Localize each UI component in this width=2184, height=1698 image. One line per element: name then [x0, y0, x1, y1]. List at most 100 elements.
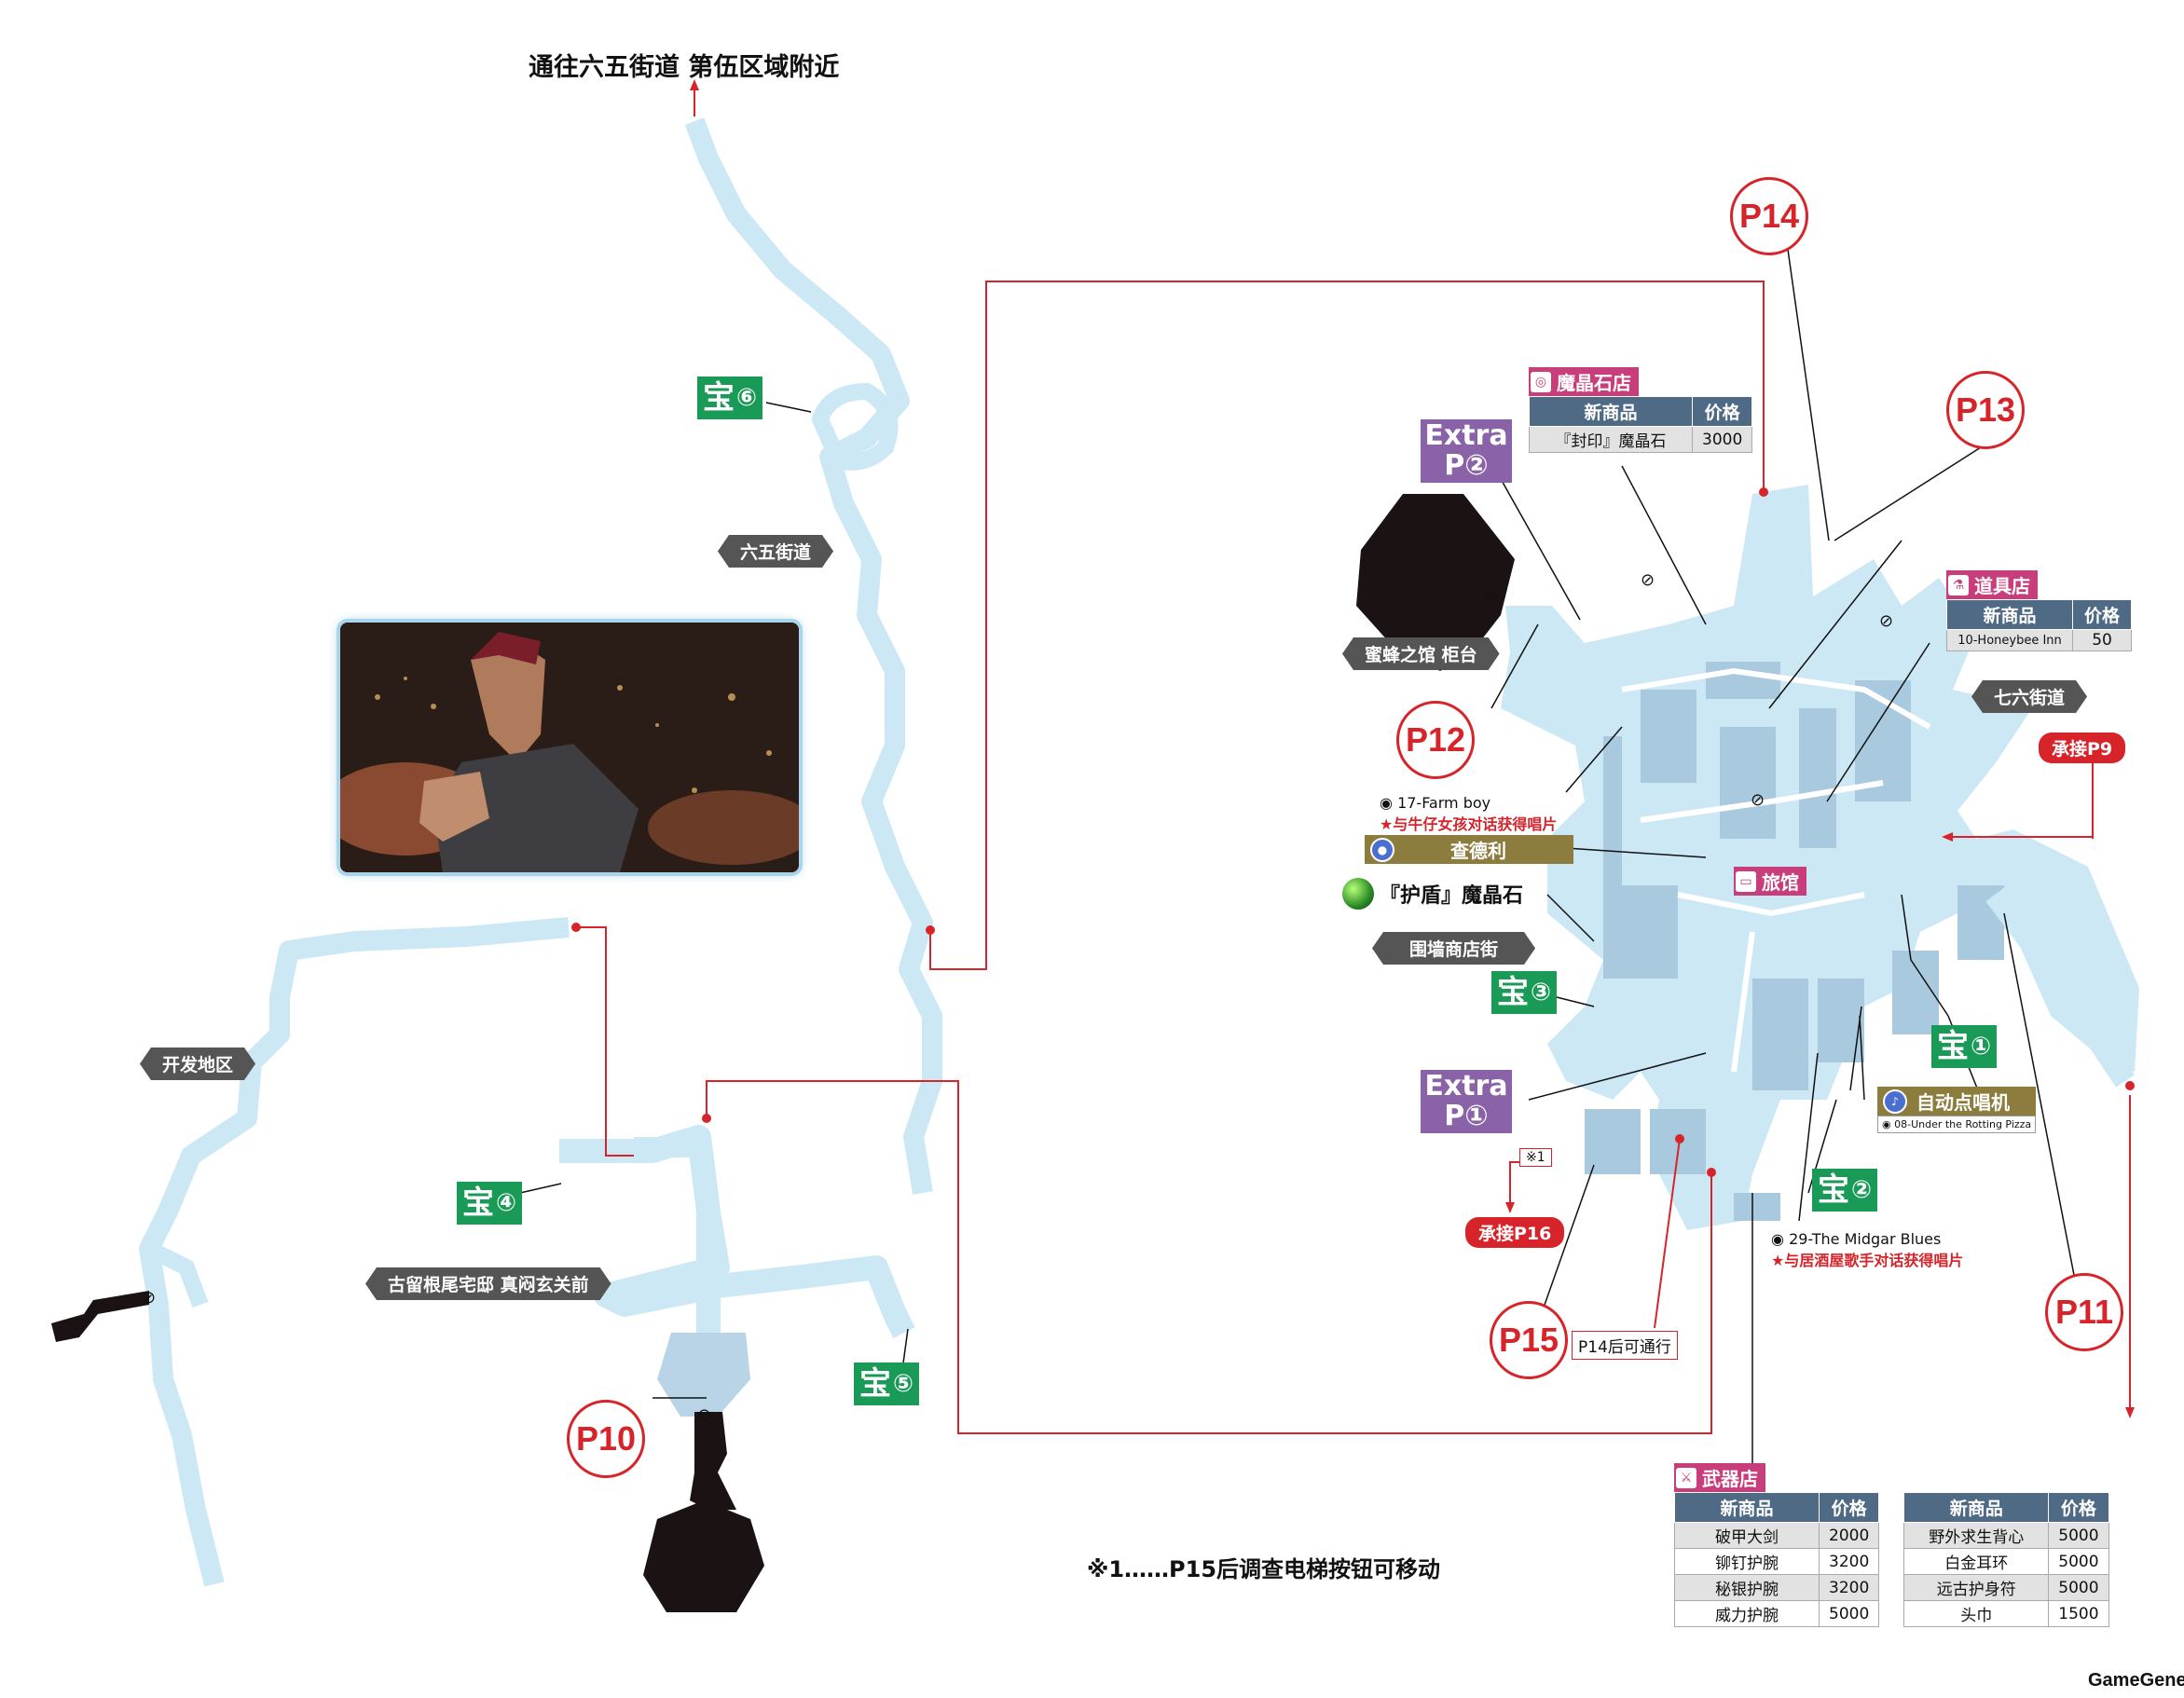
treasure-5-label: 宝 — [859, 1365, 891, 1403]
game-screenshot — [340, 623, 799, 872]
treasure-3-label: 宝 — [1497, 974, 1529, 1011]
no-entry-icon: ⊘ — [142, 1288, 157, 1308]
route-lines — [576, 89, 2131, 1434]
weapon-item: 铆钉护腕 — [1674, 1548, 1820, 1575]
jukebox-title: 自动点唱机 — [1916, 1091, 2010, 1114]
chadley-bar[interactable]: ● 查德利 — [1365, 835, 1573, 864]
page-p11[interactable]: P11 — [2045, 1273, 2123, 1351]
extra-page-2-line1: Extra — [1424, 419, 1508, 452]
corneo-silhouette — [690, 1412, 736, 1510]
song-midgar-blues: ◉ 29-The Midgar Blues ★与居酒屋歌手对话获得唱片 — [1771, 1230, 1963, 1270]
music-disc-icon: ◉ — [1771, 1230, 1784, 1248]
weapon-price: 5000 — [2048, 1548, 2109, 1575]
song-farm-boy: ◉ 17-Farm boy ★与牛仔女孩对话获得唱片 — [1380, 794, 1557, 834]
honeybee-building — [1356, 494, 1515, 671]
weapon-shop-title: ⚔ 武器店 — [1674, 1463, 1765, 1492]
development-elevator — [51, 1291, 149, 1342]
map-title: 通往六五街道 第伍区域附近 — [529, 53, 840, 82]
materia-orb-icon — [1342, 878, 1374, 910]
weapon-price: 3200 — [1818, 1574, 1880, 1601]
corneo-building — [643, 1500, 764, 1612]
item-shop-icon: ⚗ — [1948, 574, 1969, 596]
item-shop-title: ⚗道具店 — [1946, 570, 2038, 599]
area-label-sixfive: 六五街道 — [718, 535, 833, 568]
wall-market-streets — [1621, 667, 1931, 1073]
farm-boy-title: 17-Farm boy — [1397, 794, 1491, 812]
item-shop-price: 50 — [2071, 629, 2133, 651]
inn-name: 旅馆 — [1762, 871, 1799, 894]
weapon-price: 5000 — [2048, 1522, 2109, 1549]
jukebox[interactable]: ♪自动点唱机 ◉ 08-Under the Rotting Pizza — [1877, 1087, 2037, 1133]
extra-page-1-line2: P① — [1444, 1100, 1489, 1132]
extra-page-1[interactable]: Extra P① — [1421, 1070, 1512, 1133]
weapon-shop-name: 武器店 — [1702, 1468, 1758, 1490]
area-label-corneo: 古留根尾宅邸 真闷玄关前 — [365, 1267, 611, 1300]
extra-page-2[interactable]: Extra P② — [1421, 419, 1512, 483]
treasure-6-label: 宝 — [703, 379, 735, 417]
materia-shop-icon: ◎ — [1531, 371, 1551, 392]
area-label-wall-market: 围墙商店街 — [1372, 932, 1535, 965]
weapon-shop-header-price-1: 价格 — [1818, 1492, 1880, 1523]
extra-page-2-line2: P② — [1444, 449, 1489, 482]
midgar-blues-note: ★与居酒屋歌手对话获得唱片 — [1771, 1252, 1964, 1269]
weapon-shop-header-price-2: 价格 — [2048, 1492, 2109, 1523]
area-label-development: 开发地区 — [140, 1048, 255, 1080]
treasure-2-number: ② — [1851, 1176, 1873, 1204]
item-shop-header-item: 新商品 — [1946, 599, 2073, 630]
treasure-6-number: ⑥ — [736, 384, 758, 412]
page-p12[interactable]: P12 — [1396, 701, 1475, 779]
area-label-honeybee: 蜜蜂之馆 柜台 — [1342, 637, 1500, 670]
page-p15[interactable]: P15 — [1490, 1301, 1568, 1379]
treasure-5-number: ⑤ — [893, 1370, 914, 1398]
weapon-item: 威力护腕 — [1674, 1600, 1820, 1627]
page-p14[interactable]: P14 — [1730, 177, 1808, 255]
weapon-price: 5000 — [1818, 1600, 1880, 1627]
shield-materia[interactable]: 『护盾』魔晶石 — [1342, 878, 1523, 910]
footnote: ※1……P15后调查电梯按钮可移动 — [1087, 1556, 1441, 1582]
materia-shop-item: 『封印』魔晶石 — [1529, 426, 1693, 453]
page-p13[interactable]: P13 — [1946, 371, 2025, 449]
inn-label[interactable]: ▭ 旅馆 — [1734, 867, 1806, 896]
weapon-item: 野外求生背心 — [1903, 1522, 2050, 1549]
wall-market-area — [1501, 485, 2139, 1230]
jukebox-song: 08-Under the Rotting Pizza — [1894, 1118, 2032, 1130]
shield-materia-label: 『护盾』魔晶石 — [1380, 884, 1524, 908]
farm-boy-note: ★与牛仔女孩对话获得唱片 — [1380, 815, 1558, 833]
weapon-shop-header-item-2: 新商品 — [1903, 1492, 2050, 1523]
materia-shop-title: ◎魔晶石店 — [1529, 367, 1639, 396]
item-shop-header-price: 价格 — [2071, 599, 2133, 630]
treasure-4-label: 宝 — [462, 1184, 494, 1222]
weapon-shop-icon: ⚔ — [1676, 1467, 1696, 1488]
connect-p9[interactable]: 承接P9 — [2039, 733, 2126, 763]
leader-lines — [519, 209, 2084, 1463]
credit: GameGene — [2088, 1670, 2184, 1691]
development-corridor — [139, 917, 570, 1587]
sixfive-corridor — [684, 117, 942, 1195]
midgar-blues-title: 29-The Midgar Blues — [1789, 1230, 1942, 1248]
treasure-3-number: ③ — [1531, 979, 1552, 1006]
treasure-1-label: 宝 — [1937, 1028, 1969, 1065]
chadley-label: 查德利 — [1450, 840, 1506, 862]
chadley-icon: ● — [1370, 837, 1394, 862]
materia-shop-header-price: 价格 — [1691, 396, 1753, 427]
north-corridor-p14 — [1752, 494, 1776, 568]
weapon-item: 白金耳环 — [1903, 1548, 2050, 1575]
page-p10[interactable]: P10 — [567, 1400, 645, 1478]
item-shop-item: 10-Honeybee Inn — [1946, 629, 2073, 651]
connect-p16[interactable]: 承接P16 — [1465, 1217, 1565, 1248]
p14-note: P14后可通行 — [1572, 1331, 1678, 1360]
